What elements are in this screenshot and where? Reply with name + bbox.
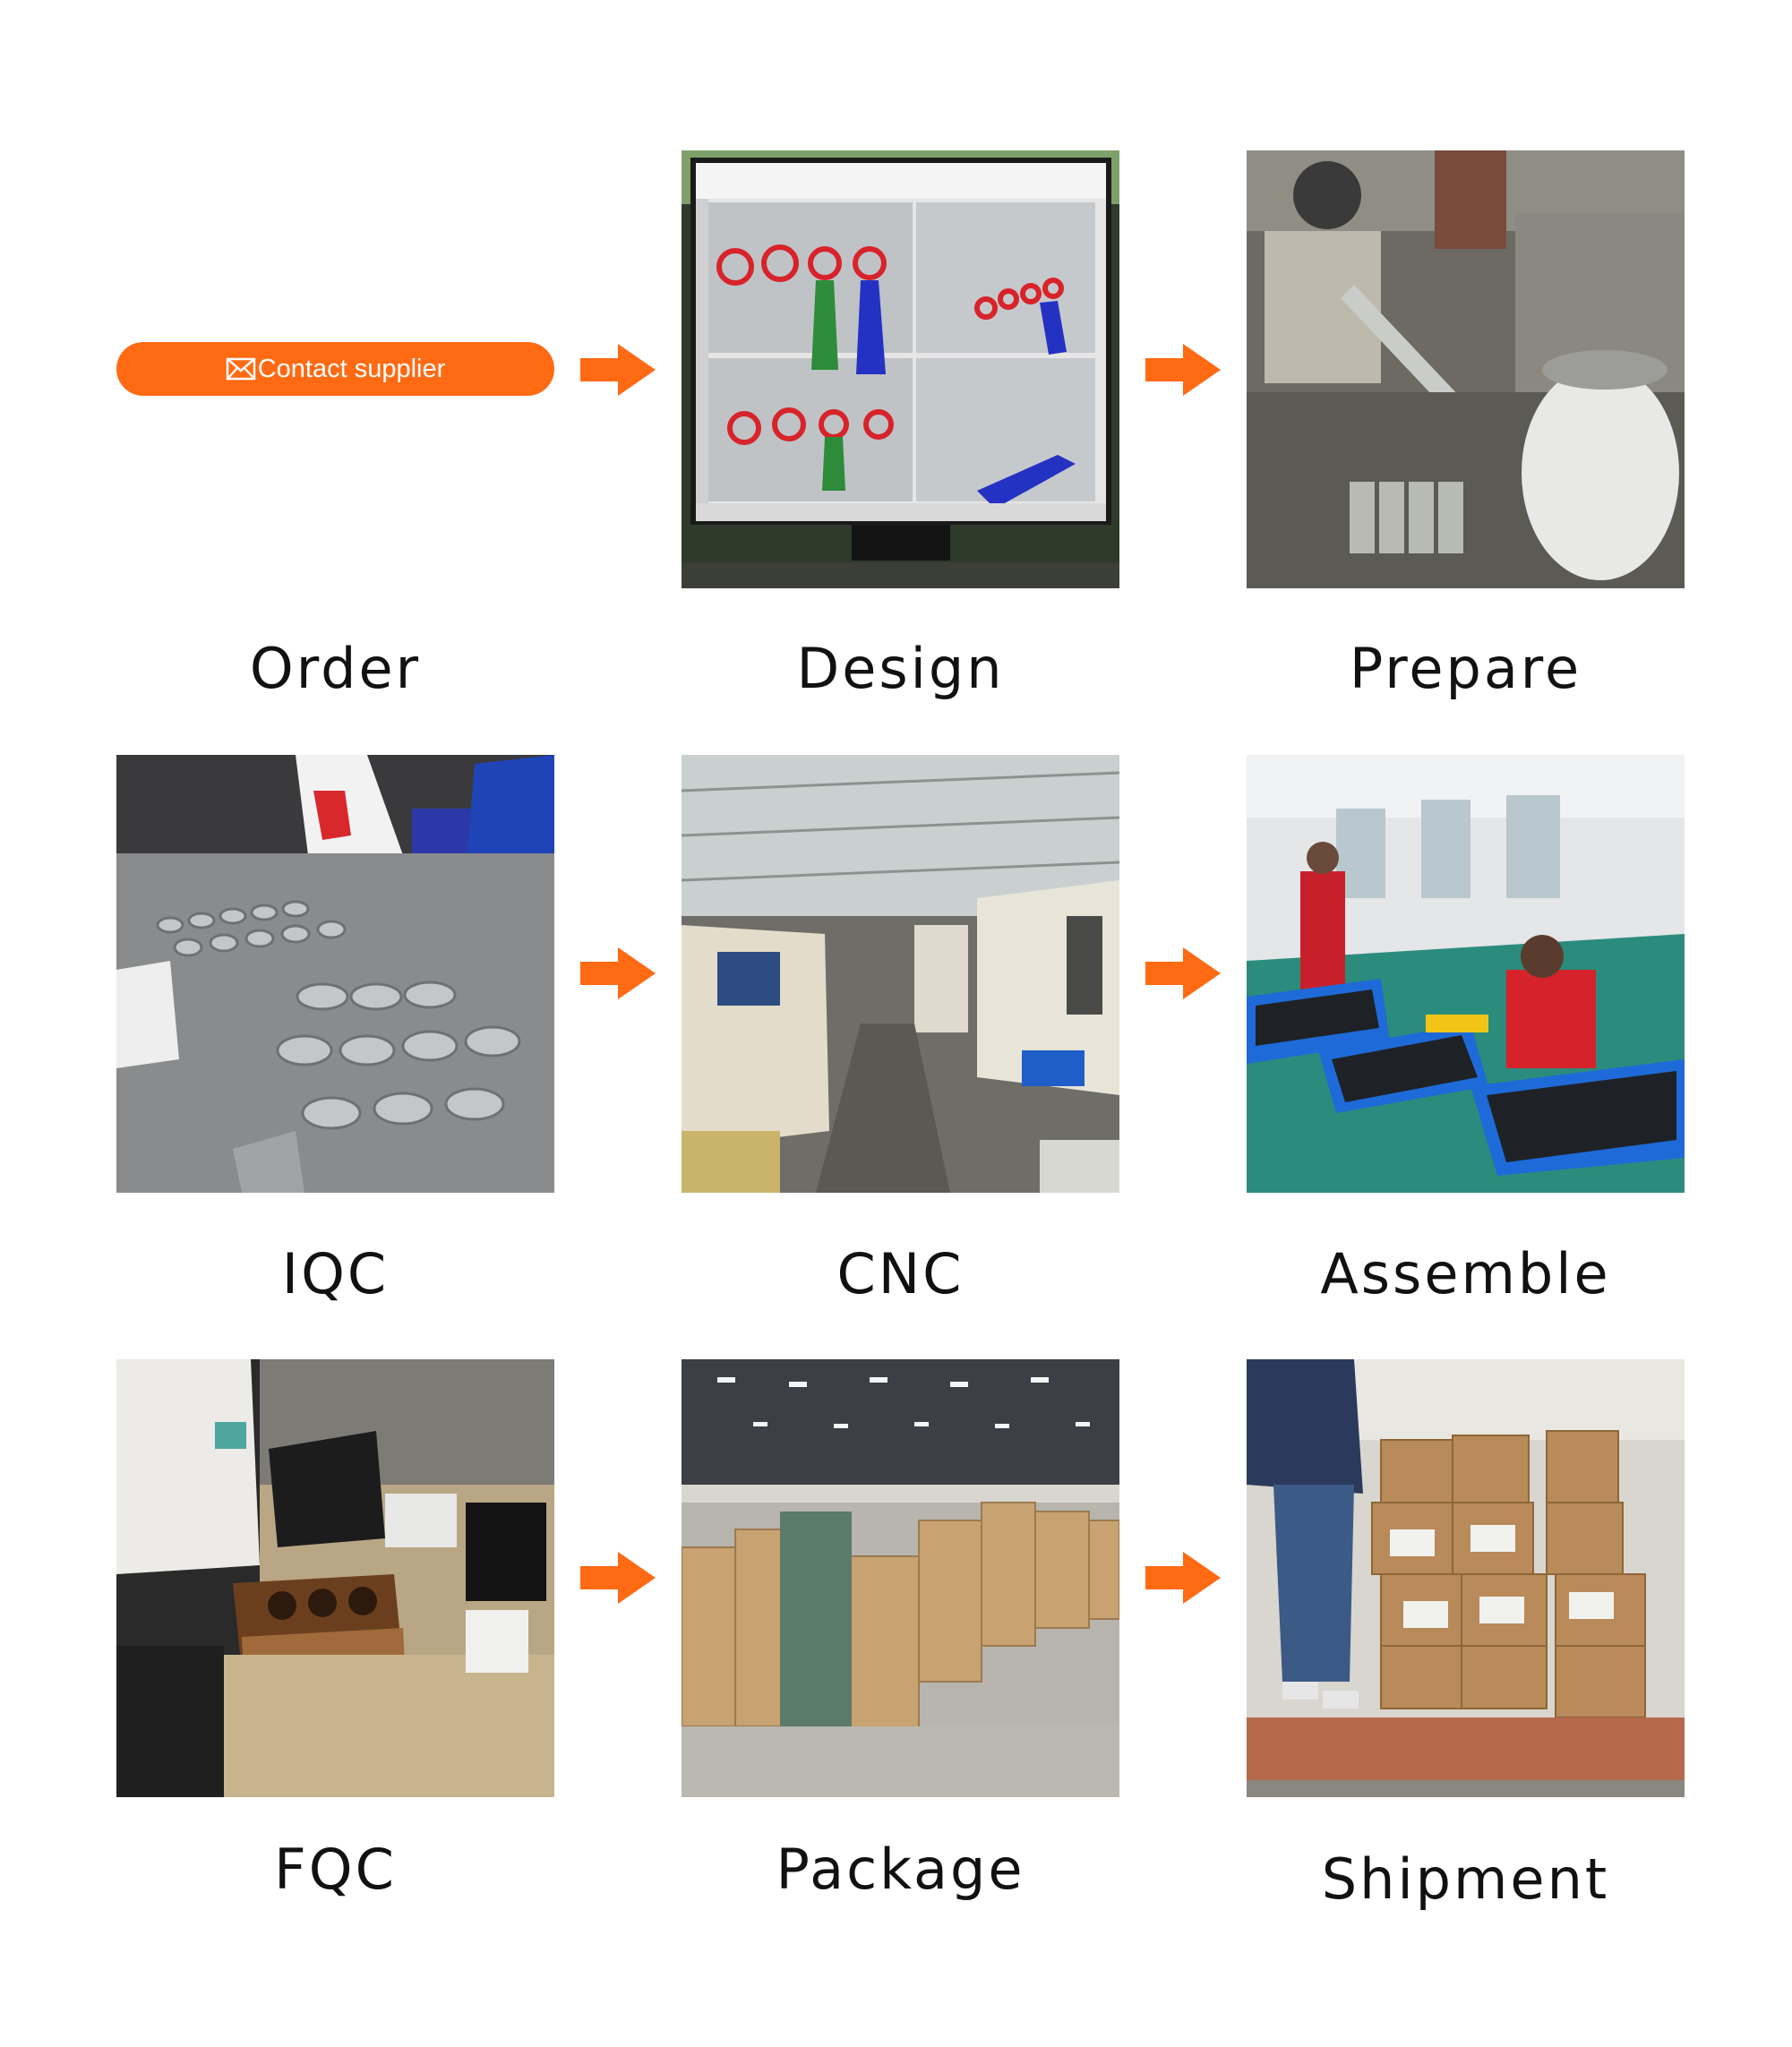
packaged-boxes-image [682,1359,1119,1797]
step-label-iqc: IQC [281,1241,390,1306]
step-label-fqc: FQC [274,1837,397,1902]
assembly-line-image [1247,755,1685,1193]
incoming-quality-check-image [116,755,554,1193]
container-loading-image [1247,1359,1685,1797]
material-preparation-image [1247,150,1685,588]
cnc-workshop-image [682,755,1119,1193]
step-label-shipment: Shipment [1321,1846,1610,1912]
envelope-icon [226,357,255,381]
shipment-photo [1247,1359,1685,1797]
step-label-prepare: Prepare [1349,636,1582,701]
prepare-photo [1247,150,1685,588]
contact-supplier-button[interactable]: Contact supplier [116,342,554,396]
cnc-photo [682,755,1119,1193]
arrow-right-icon [580,1552,656,1604]
arrow-right-icon [1145,947,1221,999]
step-label-assemble: Assemble [1320,1241,1611,1306]
arrow-right-icon [580,947,656,999]
assemble-photo [1247,755,1685,1193]
fqc-photo [116,1359,554,1797]
contact-supplier-label: Contact supplier [257,354,446,383]
step-label-cnc: CNC [836,1241,965,1306]
step-label-package: Package [776,1837,1025,1902]
arrow-right-icon [1145,344,1221,396]
package-photo [682,1359,1119,1797]
iqc-photo [116,755,554,1193]
final-quality-check-image [116,1359,554,1797]
step-label-design: Design [796,636,1005,701]
arrow-right-icon [1145,1552,1221,1604]
step-label-order: Order [249,636,422,701]
design-photo [682,150,1119,588]
cad-monitor-image [682,150,1119,588]
arrow-right-icon [580,344,656,396]
